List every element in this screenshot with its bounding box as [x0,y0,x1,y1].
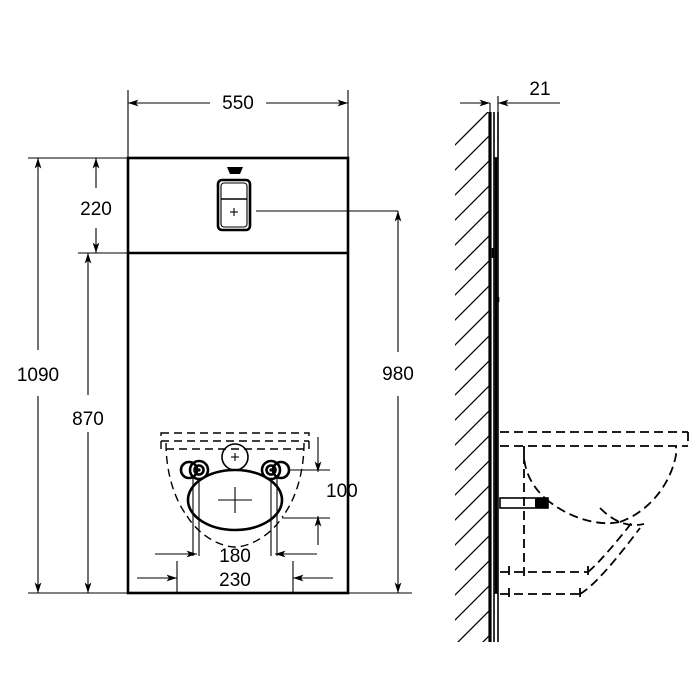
dimension-1090: 1090 [17,158,128,594]
hatch-line [455,184,490,221]
hatch-line [455,484,490,521]
hatch-line [455,112,489,146]
control-panel-inner [220,182,248,228]
dim-180-text: 180 [219,546,251,567]
basin-side-inner-left-wall [523,446,547,500]
hatch-line [455,134,490,171]
side-view: 21 [440,79,689,700]
hatch-line [455,584,490,621]
basin-side-inner-right-wall [619,446,677,523]
glass-panel [491,112,500,642]
dimension-220: 220 [28,157,128,254]
dimension-230: 230 [137,561,333,593]
hatch-line [455,284,490,321]
hatch-line [455,559,490,596]
dim-230-text: 230 [219,570,251,591]
basin-mounting-bracket-outline [160,432,310,450]
hatch-line [455,384,490,421]
dim-21-text: 21 [529,79,550,100]
basin-side-trap-upper [587,519,635,573]
water-connection-left-center [197,468,201,472]
hatch-line [455,434,490,471]
dim-870-text: 870 [72,409,104,430]
support-bracket-end [535,498,548,508]
water-connection-right [260,459,291,556]
water-connection-right-inner [265,464,277,476]
hatch-line [457,609,490,642]
hatch-line [455,159,490,196]
hatch-line [455,259,490,296]
hatch-line [455,459,490,496]
hatch-line [455,334,490,371]
hatch-line [455,534,490,571]
dimension-100: 100 [314,437,358,545]
wall-hatching [440,112,500,700]
dim-980-text: 980 [382,364,414,385]
basin-side-drain-curve [599,507,645,526]
hatch-line [455,309,490,346]
hatch-line [455,409,490,446]
dimension-180: 180 [155,546,317,567]
dim-220-text: 220 [80,199,112,220]
front-view: 550 220 1090 870 980 [17,90,414,595]
hatch-line [455,359,490,396]
basin-silhouette-right [282,442,305,517]
dimension-21: 21 [460,79,560,140]
basin-silhouette-bottom [186,515,284,548]
dimension-870: 870 [72,253,104,593]
hatch-line [455,509,490,546]
basin-silhouette-left [165,442,188,517]
panel-outline [126,156,350,595]
dimension-980: 980 [348,211,414,594]
hatch-line [455,234,490,271]
dim-1090-text: 1090 [17,365,59,386]
control-panel [216,167,252,232]
water-connection-left-outer [179,460,199,480]
control-panel-frame [216,178,252,232]
basin-assembly-side [499,431,689,600]
dimension-550: 550 [127,90,349,160]
basin-side-inner-bottom [545,498,621,525]
hatch-line [440,650,500,700]
water-connection-left [179,459,210,556]
dim-550-text: 550 [222,93,254,114]
dim-100-text: 100 [326,481,358,502]
basin-assembly-front [160,432,330,556]
basin-side-trap-lower [579,527,641,595]
panel-top-tab-icon [227,167,243,174]
water-connection-right-center [269,468,273,472]
hatch-line [455,209,490,246]
water-connection-left-inner [193,464,205,476]
panel-body [126,156,350,595]
drain-outlet [221,443,249,471]
